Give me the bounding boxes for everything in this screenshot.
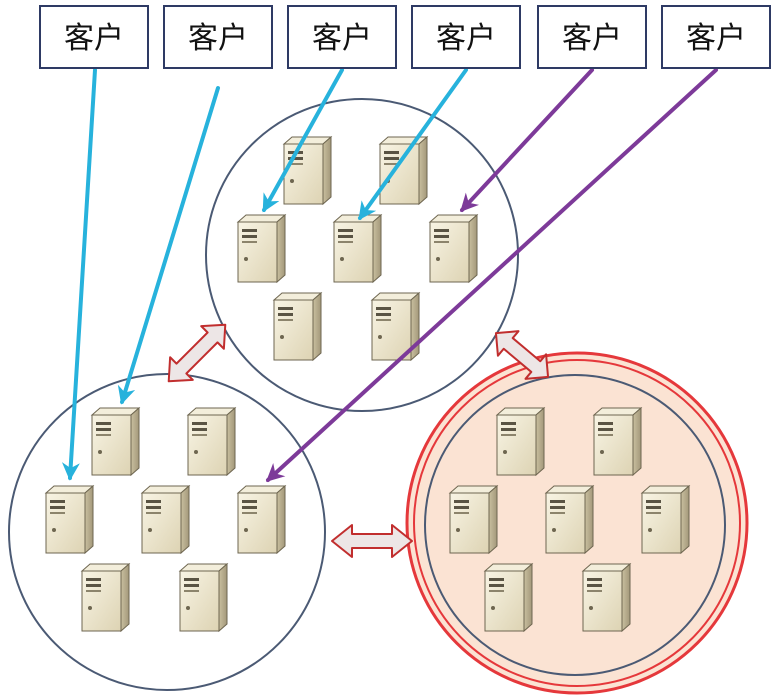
request-arrow-blue [358,68,468,221]
link-left-right-arrow [331,524,413,558]
server-icon [333,214,382,283]
server-icon [593,407,642,476]
client-box: 客户 [661,5,771,69]
server-icon [283,136,332,205]
server-icon [545,485,594,554]
server-icon [641,485,690,554]
client-label: 客户 [188,21,248,56]
server-icon [237,214,286,283]
server-icon [273,292,322,361]
server-icon [484,563,533,632]
request-arrow-purple [460,68,594,212]
server-icon [429,214,478,283]
client-label: 客户 [686,21,746,56]
client-box: 客户 [411,5,521,69]
server-icon [379,136,428,205]
server-icon [141,485,190,554]
client-box: 客户 [287,5,397,69]
server-icon [496,407,545,476]
client-box: 客户 [537,5,647,69]
server-icon [582,563,631,632]
client-label: 客户 [562,21,622,56]
server-icon [187,407,236,476]
request-arrow-blue [61,68,97,481]
server-icon [449,485,498,554]
client-label: 客户 [312,21,372,56]
server-icon [81,563,130,632]
link-left-top-arrow [167,323,227,383]
server-icon [91,407,140,476]
client-box: 客户 [163,5,273,69]
cluster-right-circle [424,374,726,676]
client-label: 客户 [436,21,496,56]
request-arrow-purple [266,68,718,482]
client-boxes: 客户 客户 客户 客户 客户 客户 [39,5,771,69]
server-icon [237,485,286,554]
client-label: 客户 [64,21,124,56]
request-arrow-blue [262,68,344,213]
server-icon [45,485,94,554]
client-box: 客户 [39,5,149,69]
link-top-right-arrow [494,330,550,380]
request-arrow-blue [117,86,220,405]
client-arrows [61,68,718,482]
server-icon [179,563,228,632]
